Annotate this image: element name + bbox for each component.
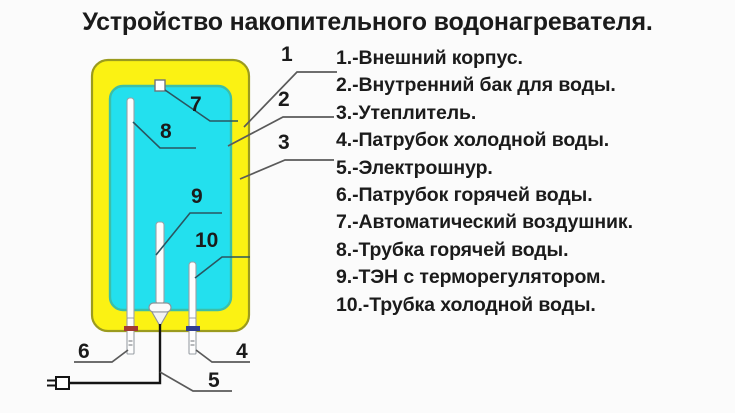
- callout-9: 9: [191, 185, 203, 208]
- callout-3: 3: [278, 131, 290, 154]
- heating-element-flange: [148, 302, 172, 313]
- heating-element-thermostat-cone: [151, 311, 169, 328]
- callout-4: 4: [236, 340, 248, 363]
- legend-item-9: 9.-ТЭН с терморегулятором.: [336, 266, 606, 289]
- callout-6: 6: [78, 340, 90, 363]
- callout-5: 5: [208, 369, 220, 392]
- legend-list: 1.-Внешний корпус. 2.-Внутренний бак для…: [336, 45, 731, 319]
- cold-water-inlet-pipe: [188, 317, 197, 355]
- leader-line-8: [132, 121, 196, 149]
- callout-10: 10: [195, 229, 219, 252]
- legend-item-3: 3.-Утеплитель.: [336, 101, 477, 124]
- callout-1: 1: [281, 43, 293, 66]
- hot-water-outlet-pipe: [126, 317, 135, 355]
- leader-line-6: [74, 349, 129, 363]
- legend-item-4: 4.-Патрубок холодной воды.: [336, 129, 610, 152]
- legend-item-1: 1.-Внешний корпус.: [336, 47, 523, 69]
- leader-line-4: [195, 349, 250, 363]
- leader-line-10: [194, 256, 250, 279]
- leader-line-7: [164, 89, 238, 122]
- legend-item-5: 5.-Электрошнур.: [336, 156, 493, 179]
- auto-air-vent: [154, 79, 166, 92]
- leader-line-1: [243, 71, 337, 128]
- power-plug-body: [55, 376, 70, 390]
- page-title: Устройство накопительного водонагревател…: [82, 8, 653, 36]
- legend-item-10: 10.-Трубка холодной воды.: [336, 293, 596, 316]
- leader-line-5: [159, 371, 232, 392]
- heating-element-rod: [155, 221, 165, 305]
- callout-7: 7: [190, 93, 202, 116]
- leader-line-2: [227, 116, 334, 147]
- cold-water-band: [186, 326, 200, 331]
- legend-item-7: 7.-Автоматический воздушник.: [336, 211, 633, 234]
- power-cord: [70, 324, 162, 385]
- callout-2: 2: [278, 88, 290, 111]
- leader-line-3: [239, 159, 334, 180]
- cold-water-tube: [188, 261, 197, 321]
- legend-item-2: 2.-Внутренний бак для воды.: [336, 74, 616, 97]
- hot-water-tube: [126, 97, 135, 321]
- legend-item-6: 6.-Патрубок горячей воды.: [336, 184, 593, 207]
- hot-water-band: [124, 326, 138, 331]
- leader-line-9: [155, 212, 222, 256]
- legend-item-8: 8.-Трубка горячей воды.: [336, 238, 569, 261]
- callout-8: 8: [160, 120, 172, 143]
